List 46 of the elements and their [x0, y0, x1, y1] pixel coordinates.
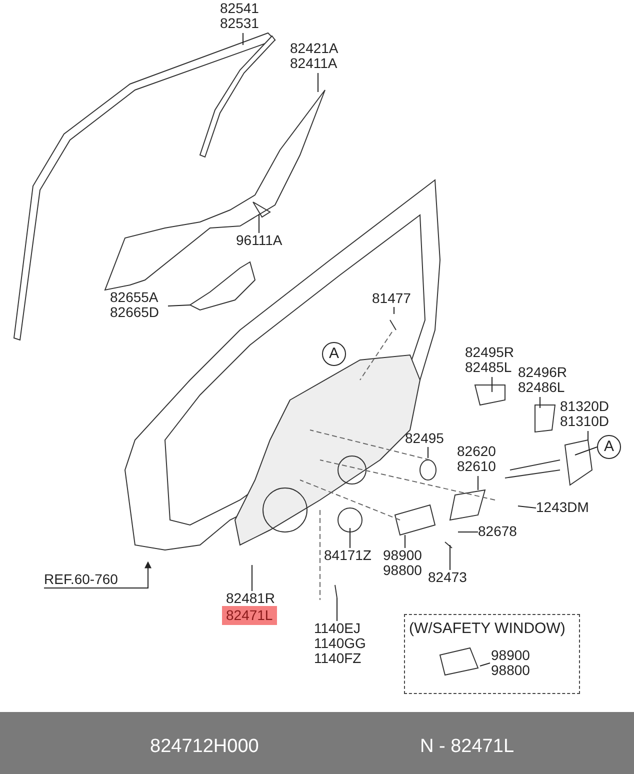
leader-line	[242, 32, 244, 46]
part-number: 82411A	[290, 56, 338, 71]
part-number: 98800	[491, 663, 531, 678]
part-code: 824712H000	[150, 736, 259, 758]
part-number: 96111A	[236, 233, 284, 248]
reference-arrow	[44, 561, 152, 588]
part-number: 82471L	[222, 606, 277, 625]
part-number: 82610	[457, 459, 497, 474]
part-number: 82655A	[110, 290, 160, 305]
part-number: 81320D	[560, 399, 610, 414]
part-number: 82421A	[290, 41, 340, 56]
part-number: 82678	[478, 524, 518, 539]
leader-line	[574, 446, 598, 456]
part-number: REF.60-760	[44, 572, 119, 587]
part-number: 82620	[457, 444, 497, 459]
part-number: 1243DM	[536, 500, 590, 515]
part-number: 82495	[405, 431, 445, 446]
leader-line	[336, 598, 338, 622]
part-number: 82496R	[518, 365, 568, 380]
option-inset-frame	[404, 614, 580, 694]
inset-title: (W/SAFETY WINDOW)	[408, 619, 566, 636]
part-number: 82541	[220, 1, 260, 16]
part-number: 82485L	[465, 360, 513, 375]
callout-circle: A	[597, 435, 621, 459]
part-number: 82481R	[226, 591, 276, 606]
part-number: 82665D	[110, 305, 160, 320]
part-number: 1140FZ	[314, 651, 362, 666]
part-number: 81477	[372, 291, 412, 306]
part-number: 82531	[220, 16, 260, 31]
leader-line	[258, 214, 260, 234]
part-number: 84171Z	[324, 548, 372, 563]
part-number: 82486L	[518, 380, 566, 395]
leader-line	[168, 304, 190, 306]
part-number: 98800	[383, 563, 423, 578]
callout-circle: A	[322, 342, 346, 366]
leader-line	[480, 662, 490, 666]
part-number: 82473	[428, 570, 468, 585]
part-code: N - 82471L	[420, 736, 514, 758]
leader-line	[518, 506, 536, 508]
part-number: 98900	[491, 648, 531, 663]
part-number: 82495R	[465, 345, 516, 360]
leader-line	[404, 534, 406, 548]
part-number: 98900	[383, 548, 423, 563]
part-number: 1140GG	[314, 636, 364, 651]
part-number: 1140EJ	[314, 621, 362, 636]
part-number: 81310D	[560, 414, 610, 429]
